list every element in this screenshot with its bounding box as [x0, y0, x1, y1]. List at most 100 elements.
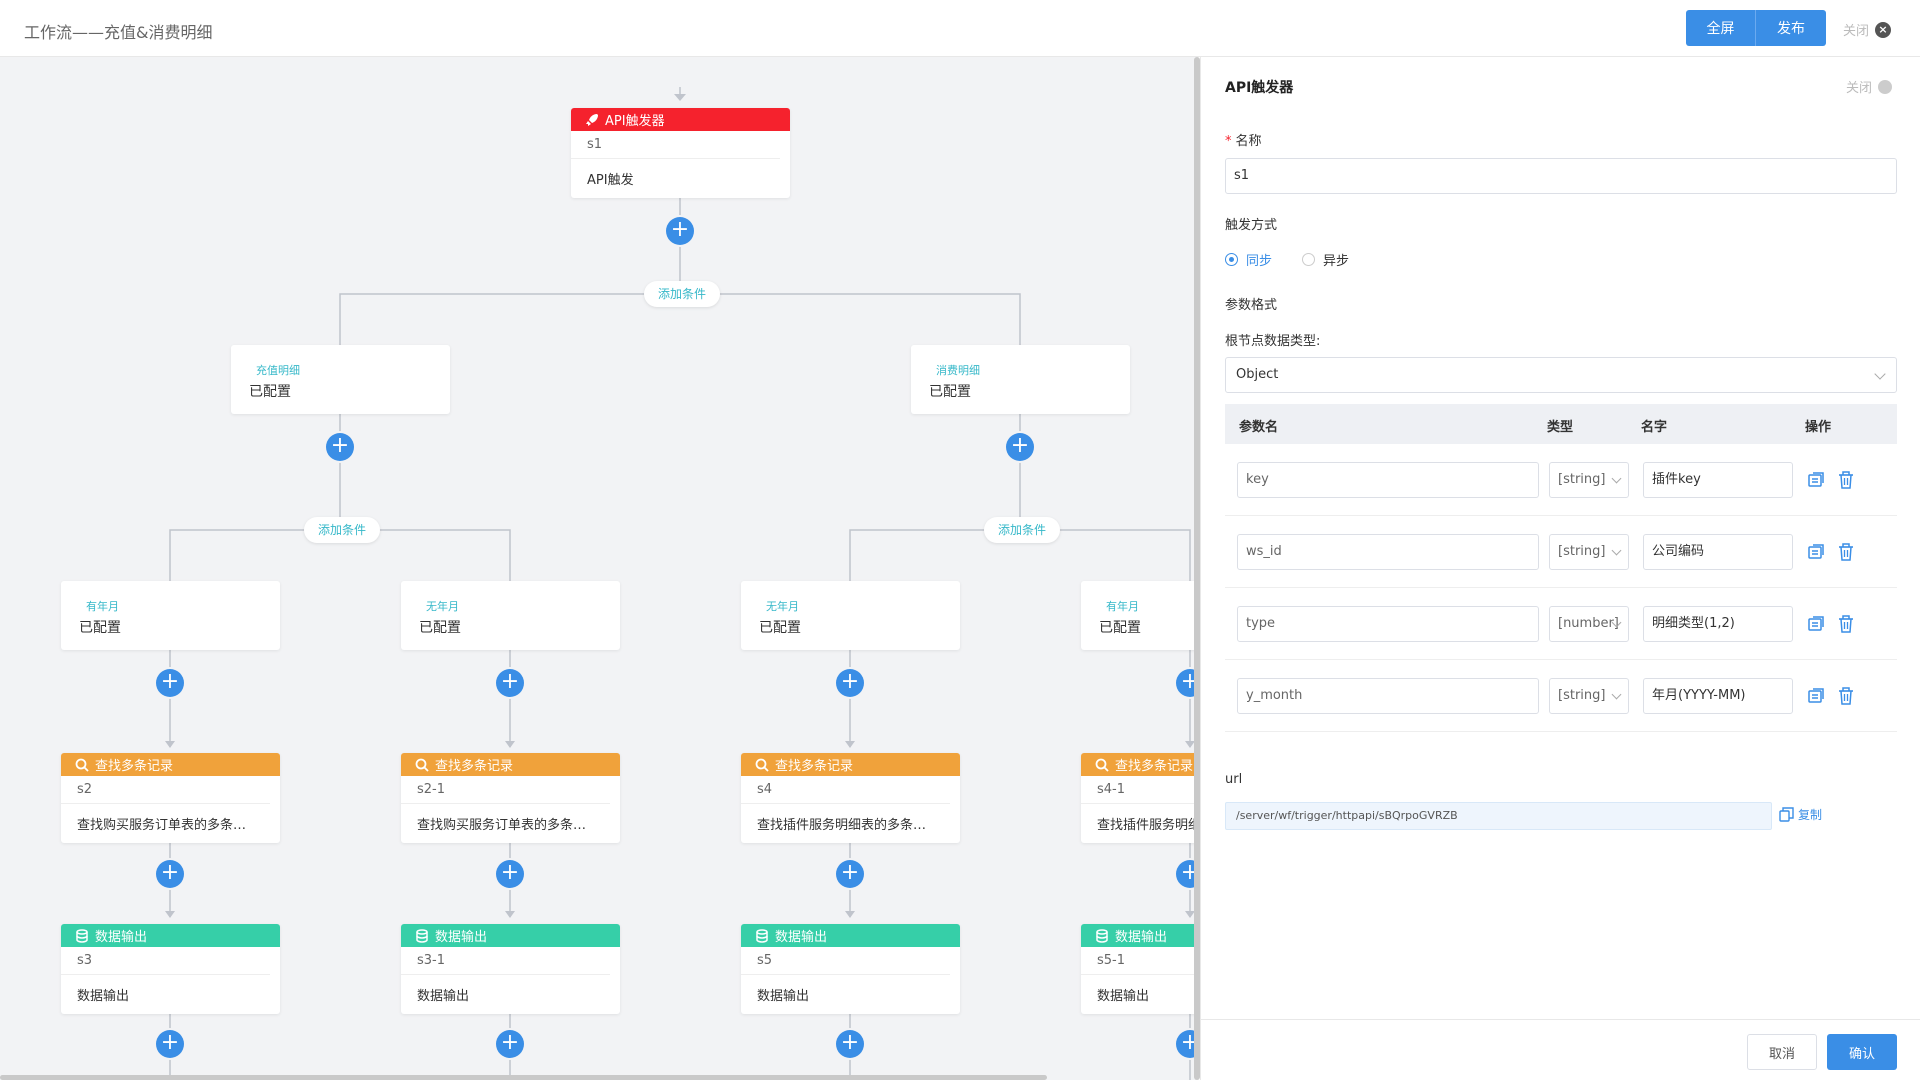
add-node-button[interactable]: + — [496, 860, 524, 888]
condition-status: 已配置 — [419, 620, 461, 636]
data-output-node[interactable]: 数据输出 s5-1 数据输出 — [1081, 924, 1196, 1014]
fullscreen-button[interactable]: 全屏 — [1686, 10, 1756, 46]
delete-icon[interactable] — [1837, 542, 1855, 562]
find-records-node[interactable]: 查找多条记录 s4-1 查找插件服务明细表的多条… — [1081, 753, 1196, 843]
param-label-input[interactable]: 插件key — [1643, 462, 1793, 498]
find-node-desc: 查找购买服务订单表的多条… — [417, 818, 587, 833]
edit-icon[interactable] — [1807, 614, 1825, 634]
param-row: key [string] 插件key — [1225, 444, 1897, 516]
find-node-type: 查找多条记录 — [1115, 759, 1194, 774]
add-condition-button[interactable]: 添加条件 — [304, 517, 381, 543]
param-label-input[interactable]: 年月(YYYY-MM) — [1643, 678, 1793, 714]
top-close-button[interactable]: 关闭 × — [1843, 20, 1892, 39]
find-node-desc: 查找购买服务订单表的多条… — [77, 818, 247, 833]
delete-icon[interactable] — [1837, 470, 1855, 490]
delete-icon[interactable] — [1837, 686, 1855, 706]
condition-node[interactable]: 无年月 已配置 — [741, 581, 960, 650]
root-type-select[interactable]: Object — [1225, 357, 1897, 393]
add-condition-button[interactable]: 添加条件 — [984, 517, 1061, 543]
find-node-header: 查找多条记录 — [401, 753, 620, 776]
condition-node[interactable]: 无年月 已配置 — [401, 581, 620, 650]
add-node-button[interactable]: + — [1176, 669, 1196, 697]
data-output-node[interactable]: 数据输出 s3-1 数据输出 — [401, 924, 620, 1014]
radio-async-label: 异步 — [1323, 254, 1350, 269]
param-row: ws_id [string] 公司编码 — [1225, 516, 1897, 588]
add-node-button[interactable]: + — [836, 1030, 864, 1058]
url-field[interactable]: /server/wf/trigger/httpapi/sBQrpoGVRZB — [1225, 802, 1772, 830]
canvas-vertical-scrollbar[interactable] — [1194, 57, 1200, 1080]
chevron-down-icon — [1611, 545, 1622, 556]
flow-canvas[interactable]: API触发器 s1 API触发 + 添加条件 充值明细 已配置 消费明细 已配置… — [0, 57, 1196, 1080]
find-records-node[interactable]: 查找多条记录 s2 查找购买服务订单表的多条… — [61, 753, 280, 843]
condition-node[interactable]: 有年月 已配置 — [61, 581, 280, 650]
edit-icon[interactable] — [1807, 686, 1825, 706]
rocket-icon — [586, 113, 598, 126]
output-node-header: 数据输出 — [61, 924, 280, 947]
add-node-button[interactable]: + — [496, 1030, 524, 1058]
branch-node[interactable]: 充值明细 已配置 — [231, 345, 450, 414]
output-node-type: 数据输出 — [775, 930, 828, 945]
param-name-input[interactable]: ws_id — [1237, 534, 1539, 570]
cancel-button[interactable]: 取消 — [1747, 1034, 1817, 1070]
add-node-button[interactable]: + — [156, 669, 184, 697]
param-label-input[interactable]: 明细类型(1,2) — [1643, 606, 1793, 642]
find-node-id: s4 — [741, 776, 950, 804]
param-format-label: 参数格式 — [1225, 298, 1278, 313]
param-name-input[interactable]: type — [1237, 606, 1539, 642]
add-node-button[interactable]: + — [326, 433, 354, 461]
copy-label: 复制 — [1798, 808, 1823, 822]
param-label-input[interactable]: 公司编码 — [1643, 534, 1793, 570]
branch-status: 已配置 — [249, 384, 291, 400]
param-name-input[interactable]: y_month — [1237, 678, 1539, 714]
panel-footer: 取消 确认 — [1201, 1019, 1920, 1080]
name-input[interactable]: s1 — [1225, 158, 1897, 194]
radio-sync-label: 同步 — [1246, 254, 1273, 269]
name-label-text: 名称 — [1235, 134, 1262, 149]
add-node-button[interactable]: + — [496, 669, 524, 697]
param-type-select[interactable]: [string] — [1549, 534, 1629, 570]
search-icon — [415, 758, 429, 772]
condition-name: 无年月 — [426, 600, 459, 613]
radio-async[interactable]: 异步 — [1302, 250, 1349, 269]
add-node-button[interactable]: + — [666, 217, 694, 245]
add-node-button[interactable]: + — [836, 860, 864, 888]
data-output-node[interactable]: 数据输出 s5 数据输出 — [741, 924, 960, 1014]
param-type-select[interactable]: [string] — [1549, 462, 1629, 498]
publish-button[interactable]: 发布 — [1756, 10, 1826, 46]
add-node-button[interactable]: + — [1176, 860, 1196, 888]
canvas-horizontal-scrollbar[interactable] — [0, 1075, 1047, 1080]
confirm-button[interactable]: 确认 — [1827, 1034, 1897, 1070]
radio-dot — [1225, 253, 1238, 266]
branch-node[interactable]: 消费明细 已配置 — [911, 345, 1130, 414]
edit-icon[interactable] — [1807, 542, 1825, 562]
search-icon — [1095, 758, 1109, 772]
close-dot-icon — [1878, 79, 1893, 94]
database-icon — [76, 928, 88, 943]
add-node-button[interactable]: + — [1006, 433, 1034, 461]
radio-sync[interactable]: 同步 — [1225, 250, 1272, 269]
chevron-down-icon — [1611, 689, 1622, 700]
panel-close-button[interactable]: 关闭 — [1846, 77, 1893, 96]
trigger-node[interactable]: API触发器 s1 API触发 — [571, 108, 790, 198]
delete-icon[interactable] — [1837, 614, 1855, 634]
copy-button[interactable]: 复制 — [1779, 806, 1822, 823]
data-output-node[interactable]: 数据输出 s3 数据输出 — [61, 924, 280, 1014]
database-icon — [756, 928, 768, 943]
find-node-header: 查找多条记录 — [741, 753, 960, 776]
param-type-select[interactable]: [number] — [1549, 606, 1629, 642]
output-node-header: 数据输出 — [1081, 924, 1196, 947]
add-node-button[interactable]: + — [156, 860, 184, 888]
find-records-node[interactable]: 查找多条记录 s2-1 查找购买服务订单表的多条… — [401, 753, 620, 843]
col-type: 类型 — [1547, 420, 1574, 435]
add-node-button[interactable]: + — [156, 1030, 184, 1058]
radio-dot — [1302, 253, 1316, 266]
edit-icon[interactable] — [1807, 470, 1825, 490]
add-condition-button[interactable]: 添加条件 — [644, 281, 721, 307]
app-title: 工作流——充值&消费明细 — [24, 23, 213, 42]
find-records-node[interactable]: 查找多条记录 s4 查找插件服务明细表的多条… — [741, 753, 960, 843]
add-node-button[interactable]: + — [836, 669, 864, 697]
param-type-select[interactable]: [string] — [1549, 678, 1629, 714]
condition-node[interactable]: 有年月 已配置 — [1081, 581, 1196, 650]
add-node-button[interactable]: + — [1176, 1030, 1196, 1058]
param-name-input[interactable]: key — [1237, 462, 1539, 498]
